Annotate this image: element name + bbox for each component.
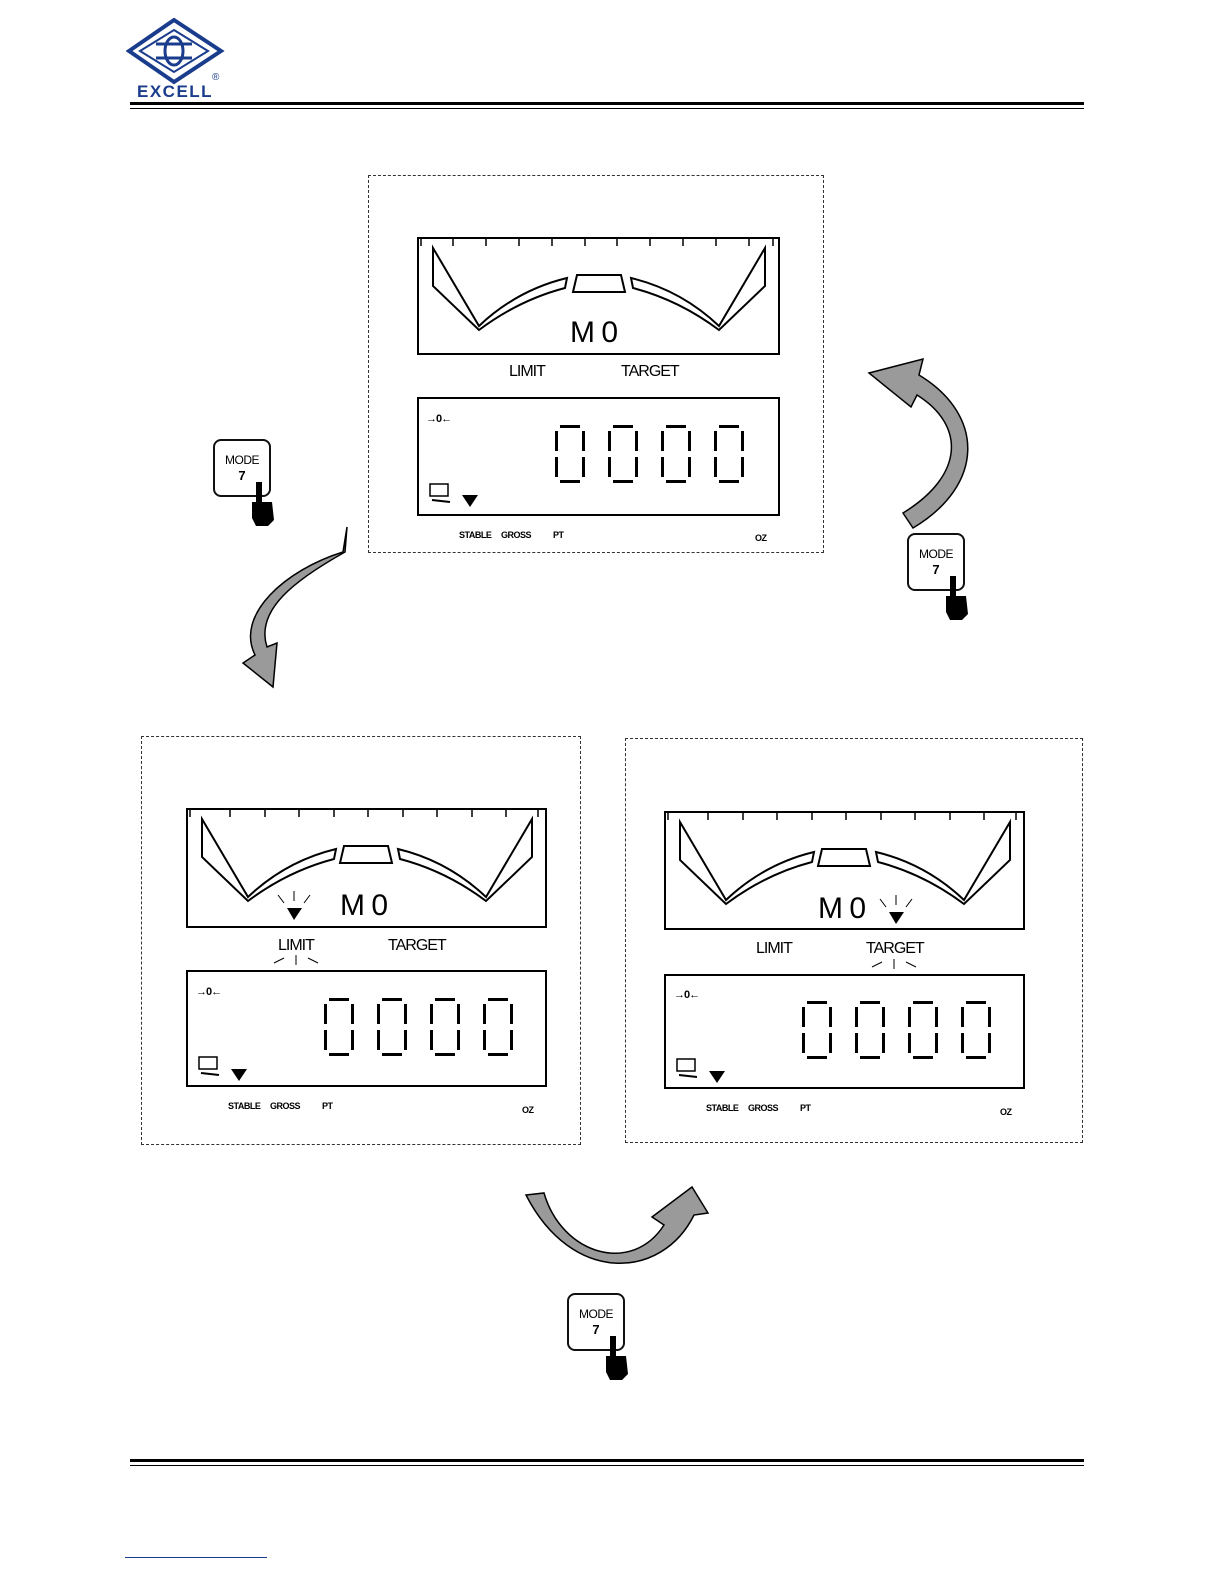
curved-arrow-icon xyxy=(522,1185,717,1280)
status-unit: OZ xyxy=(755,533,767,543)
zero-indicator: →0← xyxy=(426,413,451,425)
mode-button-label: MODE xyxy=(909,547,963,561)
weight-display xyxy=(186,970,548,1088)
mode-indicator: M 0 xyxy=(570,316,617,350)
display-panel-top: M 0 LIMIT TARGET →0← STABLE GROSS PT OZ xyxy=(368,175,824,553)
status-unit: OZ xyxy=(1000,1107,1012,1117)
battery-icon xyxy=(430,484,450,502)
status-stable: STABLE xyxy=(706,1103,738,1113)
status-pt: PT xyxy=(322,1101,333,1111)
status-gross: GROSS xyxy=(501,530,531,540)
header-rule-thin xyxy=(130,108,1084,109)
pointing-hand-icon xyxy=(248,480,278,528)
display-panel-target: M 0 LIMIT TARGET →0← STABLE GROSS PT OZ xyxy=(625,738,1083,1143)
brand-name: EXCELL xyxy=(137,82,213,102)
curved-arrow-icon xyxy=(225,525,355,690)
weight-display xyxy=(664,974,1026,1090)
status-stable: STABLE xyxy=(459,530,491,540)
footer-rule-thin xyxy=(130,1465,1084,1466)
status-unit: OZ xyxy=(522,1105,534,1115)
pointing-hand-icon xyxy=(602,1334,632,1382)
curved-arrow-icon xyxy=(865,345,980,530)
registered-mark: ® xyxy=(212,72,219,83)
target-label: TARGET xyxy=(866,940,924,958)
footer-rule xyxy=(130,1459,1084,1462)
excell-logo-icon xyxy=(126,18,226,86)
battery-icon xyxy=(677,1059,697,1077)
zero-indicator: →0← xyxy=(674,989,699,1001)
triangle-pointer-icon xyxy=(231,1069,247,1081)
mode-indicator: M 0 xyxy=(340,889,387,923)
triangle-pointer-icon xyxy=(287,908,302,920)
blink-marks xyxy=(870,957,920,973)
status-stable: STABLE xyxy=(228,1101,260,1111)
zero-indicator: →0← xyxy=(196,986,221,998)
battery-icon xyxy=(199,1057,219,1075)
footer-underline xyxy=(125,1557,267,1558)
status-gross: GROSS xyxy=(270,1101,300,1111)
header-rule xyxy=(130,102,1084,105)
limit-label: LIMIT xyxy=(756,940,792,958)
triangle-pointer-icon xyxy=(462,495,478,507)
limit-label: LIMIT xyxy=(509,363,545,381)
pointing-hand-icon xyxy=(942,574,972,622)
weight-display xyxy=(417,397,781,517)
status-pt: PT xyxy=(553,530,564,540)
target-label: TARGET xyxy=(621,363,679,381)
blink-marks xyxy=(272,953,322,969)
mode-button-label: MODE xyxy=(569,1307,623,1321)
status-gross: GROSS xyxy=(748,1103,778,1113)
target-label: TARGET xyxy=(388,937,446,955)
display-panel-limit: M 0 LIMIT TARGET →0← STABLE GROSS PT OZ xyxy=(141,736,581,1145)
mode-button-label: MODE xyxy=(215,453,269,467)
status-pt: PT xyxy=(800,1103,811,1113)
triangle-pointer-icon xyxy=(709,1071,725,1083)
triangle-pointer-icon xyxy=(889,912,904,924)
mode-indicator: M 0 xyxy=(818,892,865,926)
